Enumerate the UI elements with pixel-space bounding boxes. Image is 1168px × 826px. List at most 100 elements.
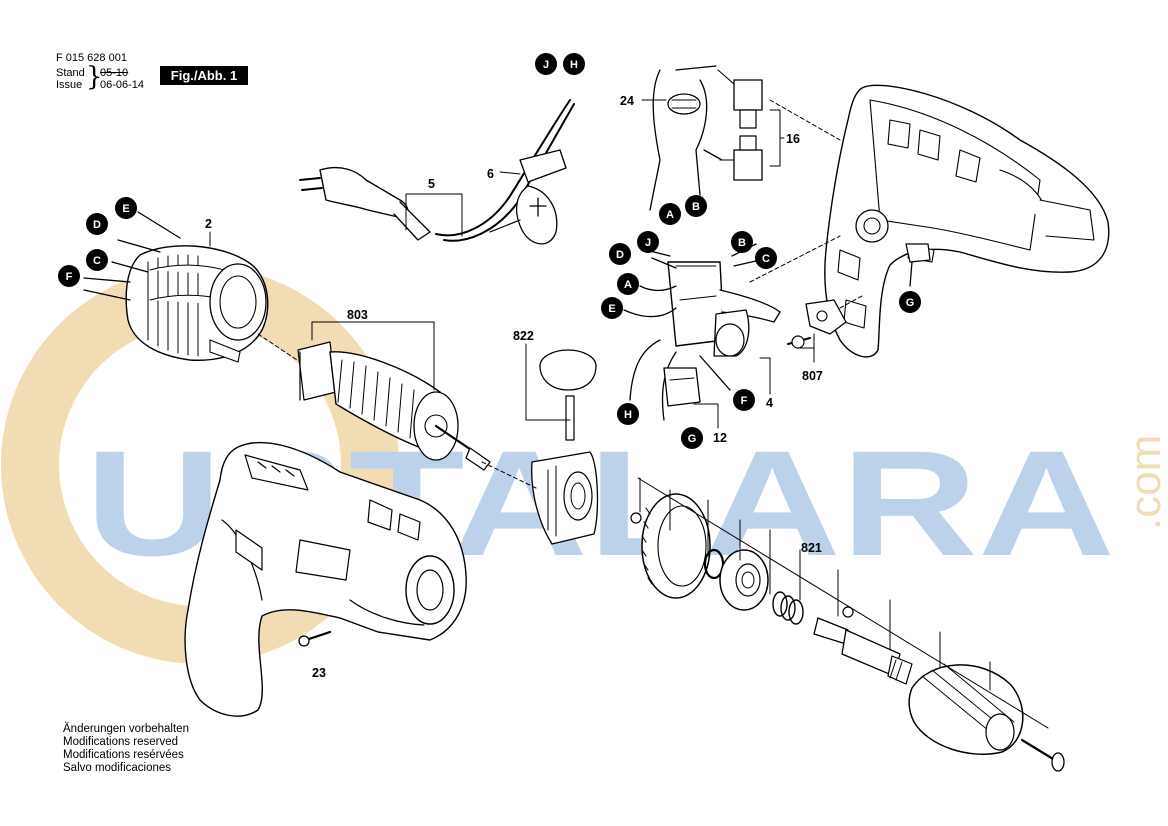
badge-circle bbox=[899, 291, 921, 313]
connector-badge-c: C bbox=[86, 249, 108, 271]
badge-circle bbox=[86, 213, 108, 235]
badge-circle bbox=[733, 389, 755, 411]
badge-letter: C bbox=[762, 253, 770, 265]
part-label-803: 803 bbox=[347, 308, 368, 322]
connector-badge-e: E bbox=[601, 297, 623, 319]
note-de: Änderungen vorbehalten bbox=[63, 723, 189, 735]
badge-letter: G bbox=[906, 297, 915, 309]
part-label-821: 821 bbox=[801, 541, 822, 555]
badge-circle bbox=[755, 247, 777, 269]
badge-circle bbox=[609, 243, 631, 265]
badge-letter: F bbox=[66, 271, 73, 283]
spring bbox=[772, 591, 804, 625]
badge-letter: F bbox=[741, 395, 748, 407]
badge-letter: H bbox=[624, 409, 632, 421]
connector-badge-h: H bbox=[563, 53, 585, 75]
badge-circle bbox=[115, 197, 137, 219]
stator-field-coil bbox=[125, 245, 269, 363]
part-label-24: 24 bbox=[620, 94, 634, 108]
part-label-6: 6 bbox=[487, 167, 494, 181]
badge-letter: H bbox=[570, 59, 578, 71]
badge-circle bbox=[601, 297, 623, 319]
badge-circle bbox=[535, 53, 557, 75]
figure-label: Fig./Abb. 1 bbox=[160, 66, 248, 85]
part-label-822: 822 bbox=[513, 329, 534, 343]
leader-lines bbox=[209, 99, 1049, 729]
badge-circle bbox=[659, 203, 681, 225]
issue-label: Issue bbox=[56, 79, 83, 91]
drive-spindle bbox=[813, 617, 913, 685]
power-plug bbox=[299, 166, 431, 241]
trigger-switch bbox=[667, 261, 781, 357]
connector-badge-b: B bbox=[731, 231, 753, 253]
note-es: Salvo modificaciones bbox=[63, 762, 172, 774]
connector-badge-g: G bbox=[899, 291, 921, 313]
badge-letter: B bbox=[738, 237, 746, 249]
housing-half-right bbox=[824, 84, 1110, 358]
connector-badge-b: B bbox=[685, 195, 707, 217]
badge-letter: G bbox=[688, 433, 697, 445]
armature bbox=[297, 341, 491, 471]
badge-letter: A bbox=[624, 279, 632, 291]
part-label-12: 12 bbox=[713, 431, 727, 445]
stand-old-date: 05-10 bbox=[100, 67, 129, 79]
stand-label: Stand bbox=[56, 67, 85, 79]
connector-badge-d: D bbox=[86, 213, 108, 235]
selector-plate bbox=[531, 451, 599, 545]
note-en: Modifications reserved bbox=[63, 736, 179, 748]
part-label-807: 807 bbox=[802, 369, 823, 383]
cord-clamp bbox=[787, 299, 847, 349]
stator-leads bbox=[83, 211, 181, 301]
badge-circle bbox=[617, 403, 639, 425]
badge-letter: B bbox=[692, 201, 700, 213]
part-label-16: 16 bbox=[786, 132, 800, 146]
header-brace-icon: } bbox=[86, 62, 103, 92]
doc-number: F 015 628 001 bbox=[56, 52, 127, 64]
power-cable bbox=[435, 99, 575, 245]
badge-letter: E bbox=[608, 303, 615, 315]
gear bbox=[641, 493, 711, 599]
badge-circle bbox=[637, 231, 659, 253]
part-label-4: 4 bbox=[766, 396, 773, 410]
assembly-marker bbox=[842, 606, 854, 618]
connector-badge-a: A bbox=[617, 273, 639, 295]
carbon-brush-holders bbox=[717, 69, 763, 181]
part-label-2: 2 bbox=[205, 217, 212, 231]
badge-letter: C bbox=[93, 255, 101, 267]
badge-circle bbox=[685, 195, 707, 217]
badge-circle bbox=[58, 265, 80, 287]
connector-badge-j: J bbox=[637, 231, 659, 253]
connector-badge-f: F bbox=[58, 265, 80, 287]
connector-badge-j: J bbox=[535, 53, 557, 75]
badge-letter: E bbox=[122, 203, 129, 215]
badge-letter: A bbox=[666, 209, 674, 221]
capacitor bbox=[663, 367, 701, 407]
part-label-5: 5 bbox=[428, 177, 435, 191]
badge-letter: D bbox=[616, 249, 624, 261]
housing-half-left bbox=[184, 441, 467, 717]
issue-date: 06-06-14 bbox=[100, 79, 145, 91]
badge-letter: J bbox=[645, 237, 651, 249]
badge-circle bbox=[681, 427, 703, 449]
connector-badge-e: E bbox=[115, 197, 137, 219]
connector-badge-f: F bbox=[733, 389, 755, 411]
assembly-marker bbox=[630, 512, 642, 524]
connector-badge-c: C bbox=[755, 247, 777, 269]
g-terminal bbox=[905, 243, 931, 287]
selector-knob bbox=[539, 349, 597, 441]
connector-badge-g: G bbox=[681, 427, 703, 449]
keyless-chuck bbox=[908, 663, 1065, 772]
note-fr: Modifications resérvées bbox=[63, 749, 184, 761]
part-labels: 2 4 5 6 12 16 23 24 803 807 821 822 bbox=[205, 94, 823, 680]
badge-circle bbox=[86, 249, 108, 271]
watermark-suffix: .com bbox=[1121, 435, 1168, 530]
connector-badge-a: A bbox=[659, 203, 681, 225]
badge-circle bbox=[731, 231, 753, 253]
part-label-23: 23 bbox=[312, 666, 326, 680]
suppressor-coil bbox=[649, 65, 723, 211]
badge-circle bbox=[617, 273, 639, 295]
connector-badge-h: H bbox=[617, 403, 639, 425]
